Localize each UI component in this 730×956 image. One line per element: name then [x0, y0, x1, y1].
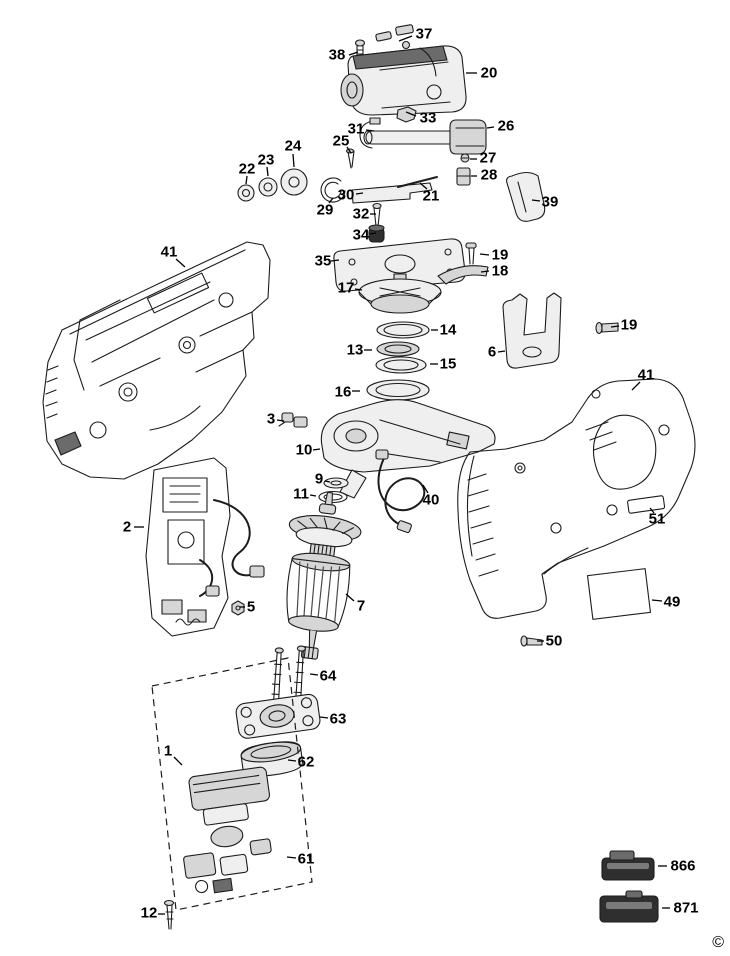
part-label-41: 41	[160, 243, 178, 261]
part-24-washer	[280, 168, 308, 196]
part-3-connector	[278, 412, 308, 428]
part-21-pin	[397, 176, 438, 188]
part-label-27: 27	[479, 149, 497, 167]
part-18-lever	[437, 265, 489, 285]
part-39-bracket	[506, 171, 546, 222]
part-label-1: 1	[163, 742, 173, 760]
part-label-61: 61	[297, 850, 315, 868]
part-label-14: 14	[439, 321, 457, 339]
part-34-grommet	[368, 224, 385, 243]
part-61-gearbox-kit	[183, 766, 272, 894]
part-label-62: 62	[297, 753, 315, 771]
part-label-19: 19	[620, 316, 638, 334]
part-label-25: 25	[332, 132, 350, 150]
part-50-screw	[520, 635, 543, 647]
part-label-49: 49	[663, 593, 681, 611]
part-866-battery-icon	[601, 850, 655, 881]
part-13-ring	[376, 341, 420, 357]
part-label-871: 871	[673, 899, 699, 917]
part-31-clamp	[359, 117, 381, 149]
copyright-symbol: ©	[712, 934, 724, 951]
part-label-15: 15	[439, 355, 457, 373]
part-label-866: 866	[670, 857, 696, 875]
part-27-screw	[460, 153, 470, 163]
part-2-switch-assembly	[145, 457, 265, 637]
part-30-plate	[351, 182, 433, 204]
part-label-2: 2	[122, 518, 132, 536]
part-label-40: 40	[422, 491, 440, 509]
part-label-20: 20	[480, 64, 498, 82]
part-label-38: 38	[328, 46, 346, 64]
part-64-screws	[271, 645, 306, 701]
part-label-28: 28	[480, 166, 498, 184]
part-15-ring	[375, 356, 427, 374]
part-22-washer	[237, 184, 255, 202]
part-label-41: 41	[637, 366, 655, 384]
part-label-13: 13	[346, 341, 364, 359]
part-label-50: 50	[545, 632, 563, 650]
part-label-22: 22	[238, 160, 256, 178]
part-label-37: 37	[415, 25, 433, 43]
part-19-screw-right	[595, 321, 619, 335]
part-871-battery-icon	[599, 890, 659, 923]
part-label-39: 39	[541, 193, 559, 211]
part-label-17: 17	[337, 279, 355, 297]
part-label-12: 12	[140, 904, 158, 922]
part-label-29: 29	[316, 201, 334, 219]
part-label-9: 9	[314, 470, 324, 488]
part-label-5: 5	[246, 598, 256, 616]
part-label-30: 30	[337, 186, 355, 204]
part-12-screw	[163, 899, 175, 930]
part-19-screw-upper	[465, 242, 477, 265]
part-label-18: 18	[491, 262, 509, 280]
part-32-screw	[372, 202, 382, 227]
part-23-washer	[258, 177, 278, 197]
part-label-7: 7	[356, 597, 366, 615]
part-5-nut	[231, 600, 245, 616]
part-51-label-sticker	[627, 495, 666, 514]
part-label-34: 34	[352, 226, 370, 244]
part-label-3: 3	[266, 410, 276, 428]
part-label-19: 19	[491, 246, 509, 264]
part-label-23: 23	[257, 151, 275, 169]
part-11-ring	[318, 490, 348, 504]
part-35-gasket-plate	[333, 238, 466, 292]
part-28-block	[456, 167, 471, 186]
part-label-21: 21	[422, 187, 440, 205]
part-1-kit-boundary	[151, 657, 313, 911]
part-label-33: 33	[419, 109, 437, 127]
part-49-label-plate	[586, 568, 652, 620]
part-label-24: 24	[284, 137, 302, 155]
part-37-screws	[375, 24, 414, 50]
part-label-64: 64	[319, 667, 337, 685]
part-label-31: 31	[347, 120, 365, 138]
part-10-inner-housing	[320, 399, 496, 499]
part-label-6: 6	[487, 343, 497, 361]
part-label-11: 11	[293, 485, 309, 503]
part-29-retaining-ring	[320, 177, 346, 203]
part-41-left-housing	[42, 241, 271, 480]
part-26-shaft-assembly	[363, 119, 487, 155]
part-label-51: 51	[648, 510, 666, 528]
part-label-32: 32	[352, 205, 370, 223]
part-63-end-plate	[235, 693, 321, 739]
part-6-mount-bracket	[502, 292, 562, 369]
part-label-10: 10	[295, 441, 313, 459]
part-label-35: 35	[314, 252, 332, 270]
part-14-ring	[376, 321, 430, 339]
part-label-63: 63	[329, 710, 347, 728]
part-label-16: 16	[334, 383, 352, 401]
part-7-armature	[286, 491, 362, 660]
part-41-right-housing	[457, 378, 696, 619]
part-20-gear-housing	[340, 45, 467, 116]
part-17-fan	[358, 273, 442, 314]
part-label-26: 26	[497, 117, 515, 135]
